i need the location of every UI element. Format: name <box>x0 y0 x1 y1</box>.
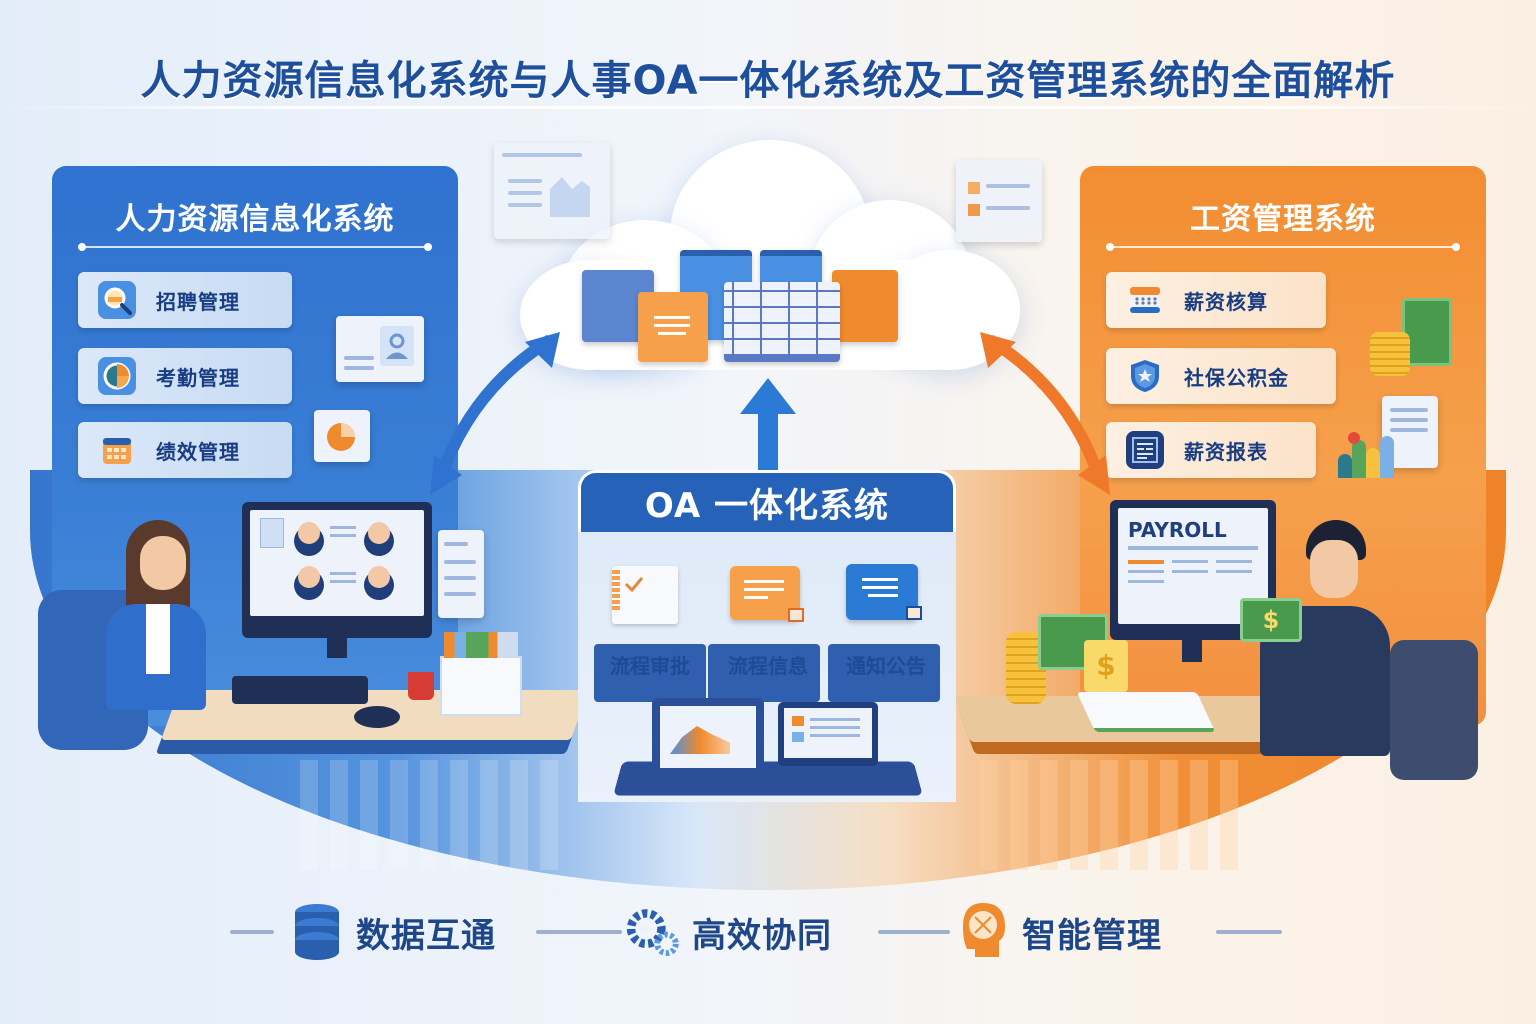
item-label: 社保公积金 <box>1184 365 1289 390</box>
profile-document-icon <box>336 316 424 382</box>
oa-module-card <box>594 644 706 702</box>
payroll-monitor: PAYROLL <box>1110 500 1276 662</box>
divider <box>536 930 622 934</box>
laptop-device <box>778 702 878 766</box>
files-in-organizer <box>444 632 518 658</box>
feature-label: 高效协同 <box>692 915 832 956</box>
coin-stack-icon <box>1370 332 1410 376</box>
oa-panel-title: OA 一体化系统 <box>578 470 956 532</box>
payroll-item-social-security[interactable]: 社保公积金 <box>1106 348 1336 404</box>
hr-item-attendance[interactable]: 考勤管理 <box>78 348 292 404</box>
hr-employee-figure <box>96 520 226 710</box>
page-title: 人力资源信息化系统与人事OA一体化系统及工资管理系统的全面解析 <box>140 58 1396 104</box>
bidirectional-arrow-left <box>430 332 560 495</box>
mouse <box>354 706 400 728</box>
file-organizer <box>440 656 522 716</box>
dollar-card-icon: $ <box>1084 640 1128 692</box>
hr-item-performance[interactable]: 绩效管理 <box>78 422 292 478</box>
oa-module-card <box>828 644 940 702</box>
skyline-right <box>980 760 1240 870</box>
report-icon <box>1126 431 1164 469</box>
item-label: 招聘管理 <box>156 289 240 314</box>
floating-document <box>438 530 484 618</box>
open-notebook <box>1076 692 1216 732</box>
gears-icon <box>626 903 680 961</box>
payroll-screen-label: PAYROLL <box>1128 518 1227 542</box>
calendar-icon <box>98 431 136 469</box>
oa-module-label: 通知公告 <box>846 654 926 678</box>
bar-chart-icon <box>1338 432 1408 478</box>
analytics-card <box>494 143 610 239</box>
feature-label: 智能管理 <box>1022 915 1162 956</box>
coffee-mug <box>408 672 434 700</box>
feature-row: 数据互通 高效协同 智能管理 <box>0 900 1536 964</box>
divider <box>1216 930 1282 934</box>
tablet-device <box>652 698 764 776</box>
payroll-chair <box>1390 640 1478 780</box>
item-label: 绩效管理 <box>156 439 240 464</box>
spreadsheet-tile <box>724 282 840 362</box>
divider <box>78 243 432 251</box>
item-label: 薪资报表 <box>1184 439 1268 464</box>
skyline-left <box>300 760 560 870</box>
orange-note-tile <box>638 292 708 362</box>
title-divider <box>0 106 1536 109</box>
feature-data-interop: 数据互通 <box>290 900 496 964</box>
hr-system-panel: 人力资源信息化系统 招聘管理 考勤管理 绩效管理 <box>52 166 458 726</box>
shield-icon <box>1126 357 1164 395</box>
keyboard <box>232 676 368 704</box>
item-label: 薪资核算 <box>1184 289 1268 314</box>
orange-chart-tile <box>832 270 898 342</box>
hr-item-recruitment[interactable]: 招聘管理 <box>78 272 292 328</box>
search-icon <box>98 281 136 319</box>
clock-icon <box>98 357 136 395</box>
oa-module-label: 流程信息 <box>728 654 808 678</box>
chart-document-icon <box>314 410 370 462</box>
brain-head-icon <box>956 903 1010 961</box>
oa-module-card <box>708 644 820 702</box>
payroll-item-report[interactable]: 薪资报表 <box>1106 422 1316 478</box>
database-icon <box>290 903 344 961</box>
hr-panel-title: 人力资源信息化系统 <box>115 202 395 237</box>
item-label: 考勤管理 <box>156 365 240 390</box>
payroll-item-salary-calc[interactable]: 薪资核算 <box>1106 272 1326 328</box>
cloud-data-hub <box>520 140 1020 380</box>
message-icon[interactable] <box>730 566 804 622</box>
payroll-employee-figure: $ <box>1220 520 1390 770</box>
bidirectional-arrow-right <box>980 332 1110 495</box>
oa-system-panel: OA 一体化系统 流程审批 流程信息 通知公告 <box>578 470 956 802</box>
divider <box>230 930 274 934</box>
divider <box>878 930 950 934</box>
feature-label: 数据互通 <box>356 915 496 956</box>
document-check-icon[interactable] <box>612 566 678 624</box>
payroll-panel-title: 工资管理系统 <box>1190 202 1376 237</box>
calendar-icon <box>1126 281 1164 319</box>
divider <box>1106 243 1460 251</box>
list-card <box>956 160 1042 242</box>
notice-icon[interactable] <box>846 564 922 620</box>
oa-module-label: 流程审批 <box>610 654 690 678</box>
hr-monitor <box>242 502 432 658</box>
feature-smart-management: 智能管理 <box>956 900 1162 964</box>
up-arrow-center <box>740 378 796 472</box>
feature-collaboration: 高效协同 <box>626 900 832 964</box>
